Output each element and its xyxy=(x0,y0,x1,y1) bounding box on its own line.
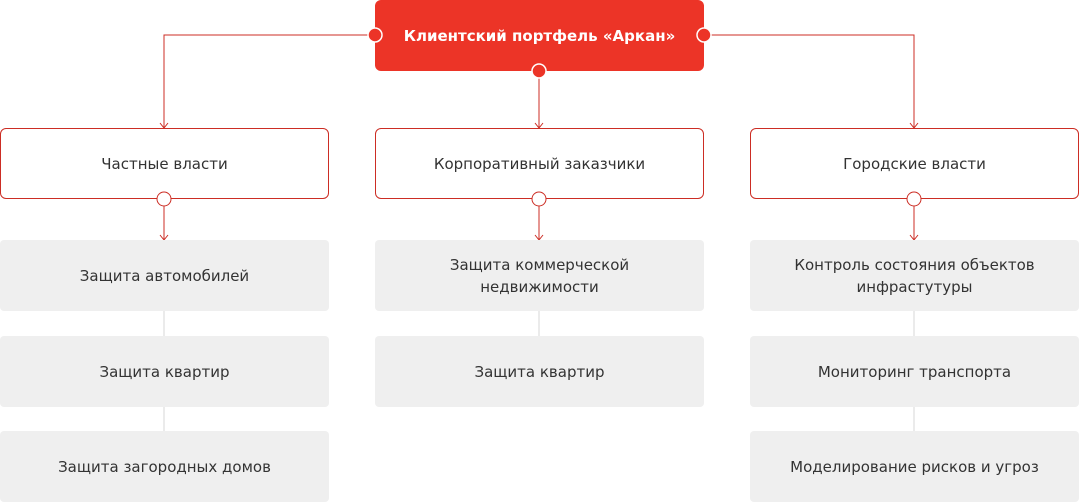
root-node-label: Клиентский портфель «Аркан» xyxy=(403,26,676,45)
category-label: Корпоративный заказчики xyxy=(433,154,646,173)
category-city: Городские власти xyxy=(750,128,1079,199)
category-corporate: Корпоративный заказчики xyxy=(375,128,704,199)
leaf-node: Защита квартир xyxy=(0,336,329,407)
category-label: Частные власти xyxy=(101,154,228,173)
leaf-node: Мониторинг транспорта xyxy=(750,336,1079,407)
leaf-label: Защита квартир xyxy=(474,362,605,381)
category-private: Частные власти xyxy=(0,128,329,199)
leaf-node: Защита загородных домов xyxy=(0,431,329,502)
leaf-node: Защита автомобилей xyxy=(0,240,329,311)
leaf-node: Моделирование рисков и угроз xyxy=(750,431,1079,502)
leaf-label: Защита коммерческой недвижимости xyxy=(449,255,630,296)
leaf-label: Защита автомобилей xyxy=(79,266,250,285)
category-label: Городские власти xyxy=(843,154,986,173)
leaf-label: Защита загородных домов xyxy=(58,457,271,476)
leaf-label: Мониторинг транспорта xyxy=(817,362,1012,381)
connector-root-to-private xyxy=(163,34,375,128)
leaf-node: Контроль состояния объектов инфрастутуры xyxy=(750,240,1079,311)
leaf-node: Защита коммерческой недвижимости xyxy=(375,240,704,311)
leaf-node: Защита квартир xyxy=(375,336,704,407)
root-node: Клиентский портфель «Аркан» xyxy=(375,0,704,71)
connector-root-to-city xyxy=(704,34,915,128)
leaf-label: Моделирование рисков и угроз xyxy=(790,457,1039,476)
leaf-label: Контроль состояния объектов инфрастутуры xyxy=(794,255,1035,296)
leaf-label: Защита квартир xyxy=(99,362,230,381)
